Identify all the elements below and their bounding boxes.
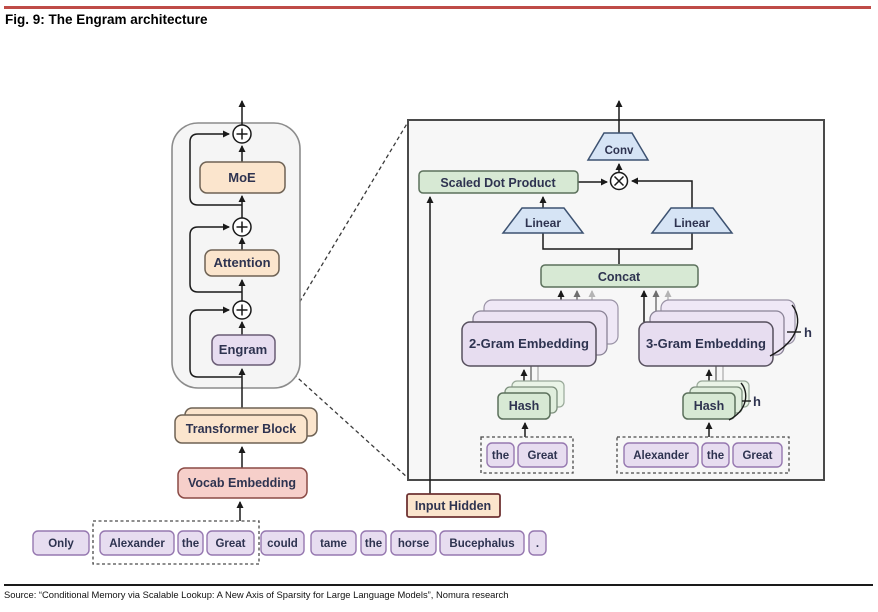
- linear-left-label: Linear: [525, 216, 561, 230]
- svg-text:the: the: [707, 450, 724, 462]
- vocab-embedding-label: Vocab Embedding: [188, 476, 296, 490]
- input-hidden-label: Input Hidden: [415, 499, 491, 513]
- heads-count-label: h: [753, 394, 761, 409]
- heads-count-annotation-hash: h: [728, 382, 761, 421]
- panel-connectors: [426, 100, 724, 494]
- vocab-embedding-box: Vocab Embedding: [177, 467, 308, 499]
- svg-text:the: the: [365, 538, 382, 550]
- source-citation: Source: “Conditional Memory via Scalable…: [4, 589, 509, 600]
- moe-box: MoE: [199, 161, 286, 194]
- two-gram-dashed-box: [480, 436, 574, 474]
- token: the: [177, 530, 204, 556]
- attention-box: Attention: [204, 249, 280, 277]
- token: .: [528, 530, 547, 556]
- svg-text:could: could: [267, 538, 298, 550]
- token: tame: [310, 530, 357, 556]
- linear-trapezoid-right: Linear: [650, 207, 734, 234]
- token: Bucephalus: [439, 530, 525, 556]
- left-connectors: [189, 100, 246, 521]
- svg-text:Alexander: Alexander: [109, 538, 165, 550]
- engram-detail-panel: Conv Scaled Dot Product Linear Linear Co: [407, 100, 825, 494]
- conv-trapezoid: Conv: [586, 132, 650, 161]
- concat-box: Concat: [540, 264, 699, 288]
- token: the: [486, 442, 515, 468]
- token: Great: [517, 442, 568, 468]
- hash-stack-left: Hash: [497, 380, 565, 420]
- conv-label: Conv: [605, 145, 634, 157]
- two-gram-embedding-label: 2-Gram Embedding: [469, 336, 589, 351]
- linear-right-label: Linear: [674, 216, 710, 230]
- svg-text:the: the: [492, 450, 509, 462]
- multiply-circle-icon: [609, 171, 629, 191]
- scaled-dot-product-box: Scaled Dot Product: [418, 170, 579, 194]
- add-circle-icon: [232, 217, 252, 237]
- hash-left-label: Hash: [509, 399, 540, 413]
- svg-text:Great: Great: [742, 450, 772, 462]
- three-gram-embedding-label: 3-Gram Embedding: [646, 336, 766, 351]
- token: the: [701, 442, 730, 468]
- token: horse: [390, 530, 437, 556]
- svg-text:Only: Only: [48, 538, 74, 550]
- engram-label: Engram: [219, 342, 267, 357]
- add-circle-icon: [232, 124, 252, 144]
- three-gram-token-group: Alexander the Great: [616, 436, 790, 474]
- three-gram-embedding-stack: 3-Gram Embedding: [638, 299, 796, 367]
- token: could: [260, 530, 305, 556]
- figure-title: Fig. 9: The Engram architecture: [5, 12, 208, 27]
- hash-right-label: Hash: [694, 399, 725, 413]
- transformer-block-box: Transformer Block: [174, 407, 318, 444]
- heads-count-annotation-embedding: h: [769, 304, 812, 357]
- two-gram-token-group: the Great: [480, 436, 574, 474]
- svg-text:.: .: [536, 538, 539, 550]
- heads-count-label: h: [804, 325, 812, 340]
- hash-stack-right: Hash: [682, 380, 750, 420]
- token: Great: [732, 442, 783, 468]
- sentence-token-row: Only Alexander the Great could tame the …: [32, 520, 547, 565]
- svg-text:Great: Great: [215, 538, 245, 550]
- concat-label: Concat: [598, 270, 641, 284]
- input-hidden-box: Input Hidden: [406, 493, 501, 518]
- add-circle-icon: [232, 300, 252, 320]
- transformer-block-label: Transformer Block: [186, 422, 297, 436]
- linear-trapezoid-left: Linear: [501, 207, 585, 234]
- attention-label: Attention: [213, 255, 270, 270]
- token: Great: [206, 530, 255, 556]
- svg-text:the: the: [182, 538, 199, 550]
- token: Alexander: [99, 530, 175, 556]
- svg-text:Great: Great: [527, 450, 557, 462]
- bottom-rule: [4, 584, 873, 586]
- svg-text:tame: tame: [320, 538, 347, 550]
- scaled-dot-product-label: Scaled Dot Product: [440, 176, 556, 190]
- top-red-rule: [4, 6, 871, 9]
- token: Only: [32, 530, 90, 556]
- engram-box: Engram: [211, 334, 276, 366]
- two-gram-embedding-stack: 2-Gram Embedding: [461, 299, 619, 367]
- token: the: [360, 530, 387, 556]
- moe-label: MoE: [228, 170, 256, 185]
- svg-text:Bucephalus: Bucephalus: [449, 538, 514, 550]
- svg-text:horse: horse: [398, 538, 429, 550]
- token: Alexander: [623, 442, 699, 468]
- svg-text:Alexander: Alexander: [633, 450, 689, 462]
- three-gram-dashed-box: [616, 436, 790, 474]
- ngram-selection-dashed-box: [92, 520, 260, 565]
- transformer-stack-group: MoE Attention Engram Transformer Block V…: [171, 100, 318, 521]
